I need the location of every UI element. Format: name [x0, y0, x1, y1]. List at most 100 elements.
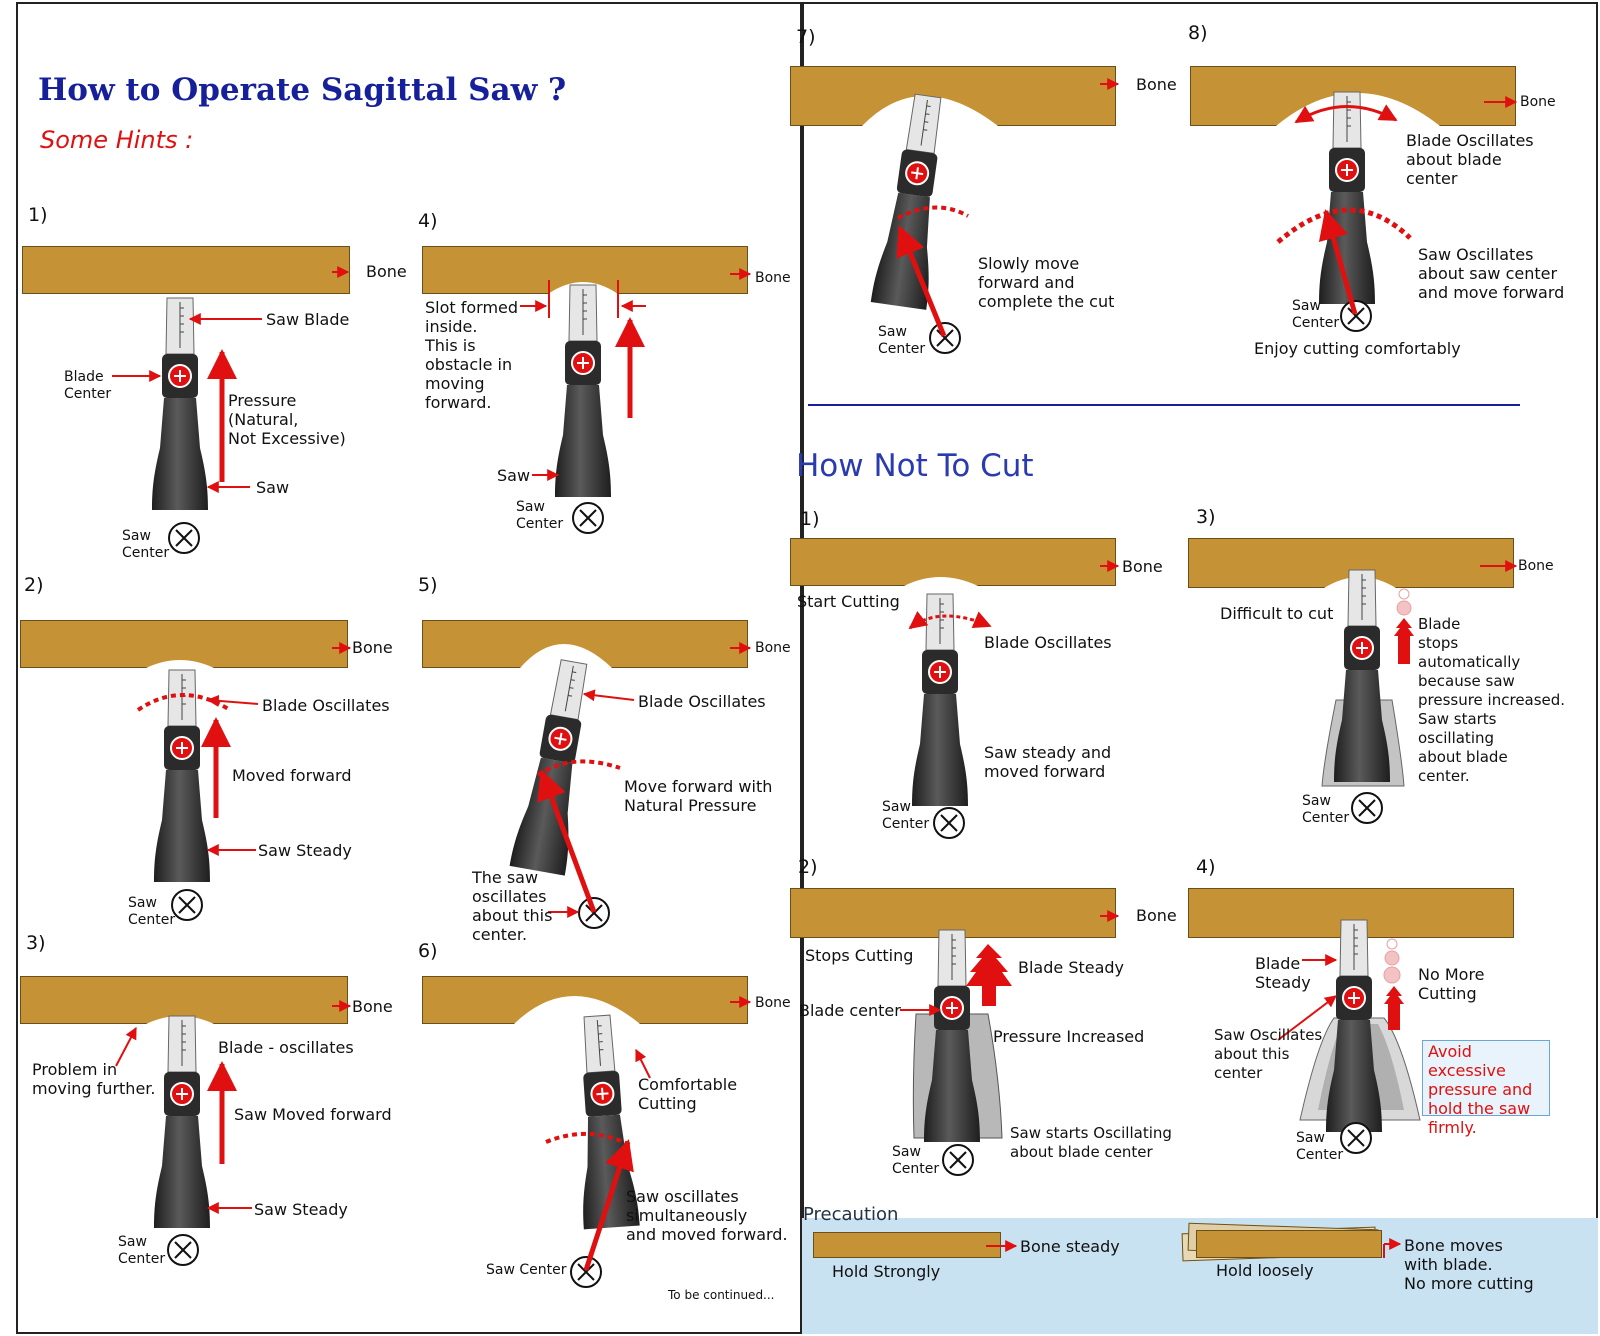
step-3-moved-label: Saw Moved forward — [234, 1105, 392, 1124]
precaution-hold-strongly-label: Hold Strongly — [832, 1262, 941, 1281]
not-4-number: 4) — [1196, 856, 1216, 878]
step-6-sim-label: Saw oscillates simultaneously and moved … — [626, 1187, 788, 1244]
precaution-bone-moves-label: Bone moves with blade. No more cutting — [1404, 1236, 1534, 1293]
not-3-saw-figure — [1321, 560, 1518, 824]
step-1-pressure-label: Pressure (Natural, Not Excessive) — [228, 391, 346, 448]
precaution-hold-loosely-label: Hold loosely — [1216, 1261, 1314, 1280]
step-2-steady-label: Saw Steady — [258, 841, 352, 860]
precaution-bone-steady-label: Bone steady — [1020, 1237, 1120, 1256]
step-3-number: 3) — [26, 932, 46, 954]
not-2-stops-label: Stops Cutting — [805, 946, 914, 965]
not-4-saw-osc-label: Saw Oscillates about this center — [1214, 1026, 1323, 1082]
step-8-blade-osc-label: Blade Oscillates about blade center — [1406, 131, 1534, 188]
section-divider — [808, 404, 1520, 406]
step-2-saw-figure — [136, 642, 352, 921]
not-2-blade-center-label: Blade center — [799, 1001, 901, 1020]
step-6-bone-label: Bone — [755, 995, 791, 1011]
not-4-avoid-text: Avoid excessive pressure and hold the sa… — [1428, 1042, 1533, 1137]
not-4-saw-center-label: Saw Center — [1296, 1130, 1344, 1163]
step-4-number: 4) — [418, 210, 438, 232]
step-8-bone-label: Bone — [1520, 94, 1556, 110]
step-5-move-label: Move forward with Natural Pressure — [624, 777, 773, 815]
step-1-number: 1) — [28, 204, 48, 226]
step-2-bone-label: Bone — [352, 638, 393, 657]
not-1-number: 1) — [800, 508, 820, 530]
not-4-no-more-label: No More Cutting — [1418, 965, 1485, 1003]
footer-continued: To be continued... — [668, 1288, 775, 1302]
not-1-saw-figure — [904, 560, 1120, 839]
step-3-saw-center-label: Saw Center — [118, 1234, 166, 1267]
step-6-comfort-label: Comfortable Cutting — [638, 1075, 738, 1113]
not-3-difficult-label: Difficult to cut — [1220, 604, 1334, 623]
not-2-pressure-label: Pressure Increased — [993, 1027, 1145, 1046]
not-2-number: 2) — [798, 856, 818, 878]
step-6-saw-figure — [514, 996, 752, 1288]
precaution-arrows — [986, 1238, 1402, 1258]
step-2-number: 2) — [24, 574, 44, 596]
step-6-saw-center-label: Saw Center — [486, 1262, 567, 1278]
step-7-saw-center-label: Saw Center — [878, 324, 926, 357]
step-3-bone-label: Bone — [352, 997, 393, 1016]
not-2-blade-steady-label: Blade Steady — [1018, 958, 1125, 977]
step-7-saw-figure — [862, 78, 1120, 354]
not-1-bone-label: Bone — [1122, 557, 1163, 576]
step-8-saw-center-label: Saw Center — [1292, 298, 1340, 331]
step-3-osc-label: Blade - oscillates — [218, 1038, 354, 1057]
not-3-bone-label: Bone — [1518, 558, 1554, 574]
not-2-bone — [790, 888, 1116, 938]
step-4-saw-center-label: Saw Center — [516, 499, 564, 532]
not-1-start-label: Start Cutting — [797, 592, 900, 611]
step-7-number: 7) — [796, 26, 816, 48]
step-1-blade-label: Saw Blade — [266, 310, 350, 329]
step-1-blade-center-label: Blade Center — [64, 369, 112, 402]
step-4-bone-label: Bone — [755, 270, 791, 286]
step-2-osc-label: Blade Oscillates — [262, 696, 390, 715]
step-5-center-label: The saw oscillates about this center. — [472, 868, 553, 944]
not-2-bone-label: Bone — [1136, 906, 1177, 925]
not-3-number: 3) — [1196, 506, 1216, 528]
page-title: How to Operate Sagittal Saw ? — [38, 72, 567, 108]
step-5-saw-figure — [508, 642, 752, 929]
step-1-bone — [22, 246, 350, 294]
step-7-bone-label: Bone — [1136, 75, 1177, 94]
step-5-number: 5) — [418, 574, 438, 596]
step-1-saw-figure — [112, 266, 350, 554]
precaution-title: Precaution — [803, 1204, 899, 1225]
not-4-avoid-note: Avoid excessive pressure and hold the sa… — [1422, 1040, 1550, 1137]
not-3-blade-label: Blade stops automatically because saw pr… — [1418, 615, 1566, 785]
step-1-saw-center-label: Saw Center — [122, 528, 170, 561]
not-1-saw-center-label: Saw Center — [882, 799, 930, 832]
step-3-steady-label: Saw Steady — [254, 1200, 348, 1219]
not-3-saw-center-label: Saw Center — [1302, 793, 1350, 826]
step-2-bone — [20, 620, 348, 668]
step-4-saw-figure — [520, 268, 752, 534]
not-4-saw-figure — [1277, 919, 1421, 1154]
how-not-title: How Not To Cut — [796, 448, 1034, 484]
precaution-bone-steady — [813, 1232, 1001, 1258]
not-1-steady-label: Saw steady and moved forward — [984, 743, 1112, 781]
step-6-number: 6) — [418, 940, 438, 962]
step-3-problem-label: Problem in moving further. — [32, 1060, 156, 1098]
step-8-number: 8) — [1188, 22, 1208, 44]
step-8-enjoy-label: Enjoy cutting comfortably — [1254, 339, 1461, 358]
precaution-bone-moving — [1196, 1230, 1382, 1258]
step-2-saw-center-label: Saw Center — [128, 895, 176, 928]
not-1-osc-label: Blade Oscillates — [984, 633, 1112, 652]
step-7-slowly-label: Slowly move forward and complete the cut — [978, 254, 1115, 311]
not-2-starts-label: Saw starts Oscillating about blade cente… — [1010, 1124, 1172, 1161]
step-1-saw-label: Saw — [256, 478, 290, 497]
step-8-saw-figure — [1276, 91, 1518, 332]
step-5-osc-label: Blade Oscillates — [638, 692, 766, 711]
step-8-saw-osc-label: Saw Oscillates about saw center and move… — [1418, 245, 1565, 302]
step-1-bone-label: Bone — [366, 262, 407, 281]
step-3-saw-figure — [115, 1000, 352, 1266]
step-4-slot-label: Slot formed inside. This is obstacle in … — [425, 298, 519, 412]
step-2-moved-label: Moved forward — [232, 766, 352, 785]
step-4-saw-label: Saw — [497, 466, 531, 485]
not-2-saw-figure — [900, 910, 1120, 1176]
step-5-bone-label: Bone — [755, 640, 791, 656]
not-1-bone — [790, 538, 1116, 586]
page-subtitle: Some Hints : — [40, 126, 194, 154]
not-4-blade-steady-label: Blade Steady — [1255, 954, 1311, 992]
not-2-saw-center-label: Saw Center — [892, 1144, 940, 1177]
